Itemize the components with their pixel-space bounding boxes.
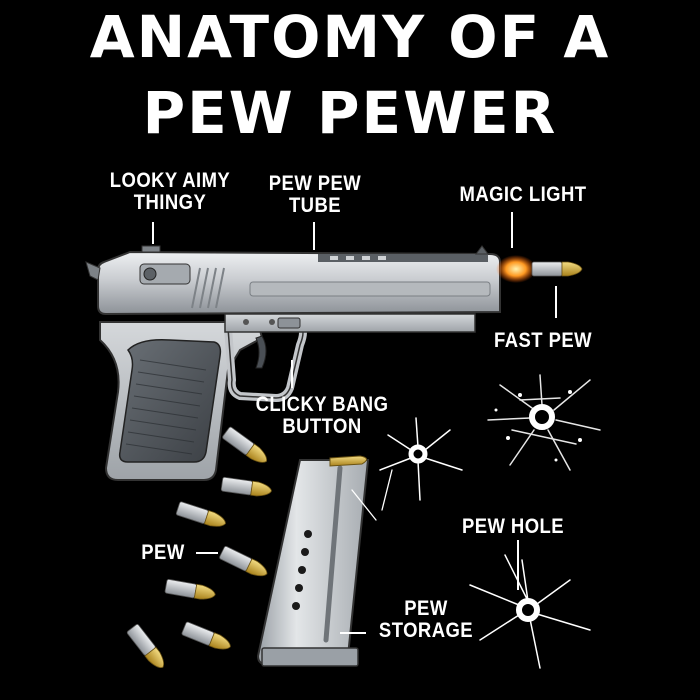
label-pewtube-line1: PEW PEW xyxy=(268,172,362,195)
label-clicky-line2: BUTTON xyxy=(282,415,362,438)
label-clicky-line1: CLICKY BANG xyxy=(255,393,389,416)
pistol xyxy=(85,245,501,481)
bullet-hole-4 xyxy=(351,469,393,521)
fired-bullet xyxy=(531,261,583,277)
label-pew-hole: PEW HOLE xyxy=(461,515,565,538)
label-looky-line1: LOOKY AIMY xyxy=(109,169,231,192)
title-line-1: ANATOMY OF A xyxy=(89,3,611,71)
title-line-2: PEW PEWER xyxy=(142,79,558,147)
bullet-hole-3 xyxy=(469,554,591,669)
label-pewtube-line2: TUBE xyxy=(288,194,342,217)
bullet-hole-1 xyxy=(487,374,601,471)
bullet-hole-2 xyxy=(379,417,463,501)
label-storage-line1: PEW xyxy=(404,597,448,620)
label-pew-pew-tube: PEW PEW TUBE xyxy=(263,173,367,217)
label-magic-light: MAGIC LIGHT xyxy=(459,183,587,206)
magazine xyxy=(256,455,370,667)
label-pew: PEW xyxy=(141,541,185,564)
label-looky-aimy-thingy: LOOKY AIMY THINGY xyxy=(105,170,235,214)
label-pew-storage: PEW STORAGE xyxy=(370,598,483,642)
pointer-lines xyxy=(152,212,557,634)
label-clicky-bang-button: CLICKY BANG BUTTON xyxy=(250,394,394,438)
label-storage-line2: STORAGE xyxy=(378,619,474,642)
muzzle-flash xyxy=(496,255,536,283)
label-fast-pew: FAST PEW xyxy=(494,329,592,352)
label-looky-line2: THINGY xyxy=(133,191,207,214)
